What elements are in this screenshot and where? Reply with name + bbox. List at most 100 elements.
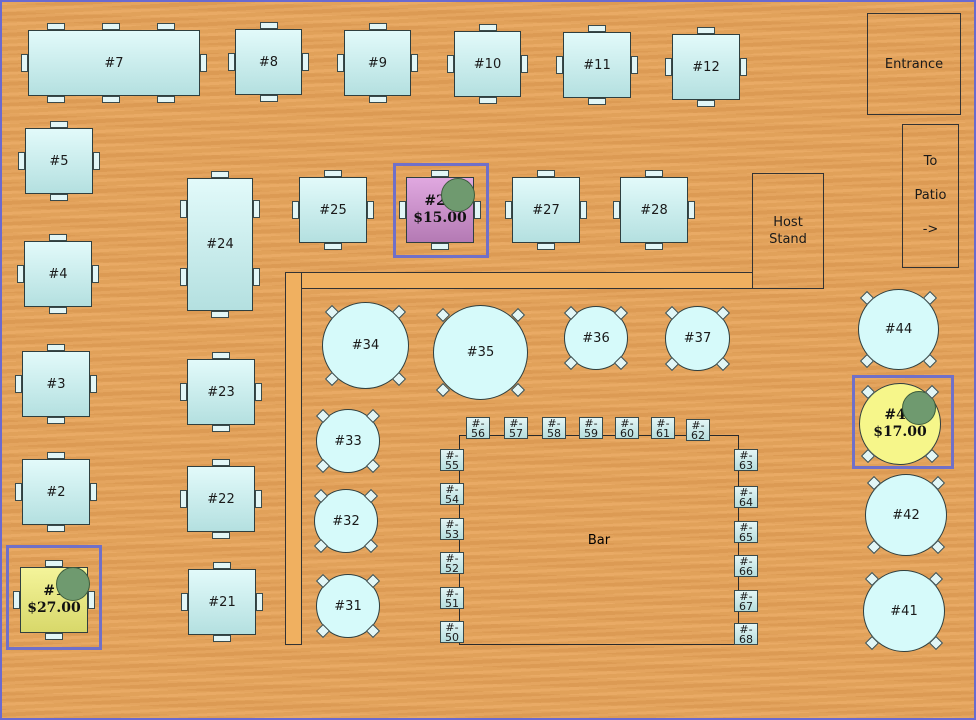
table-21[interactable]: #21: [188, 569, 256, 635]
table-10[interactable]: #10: [454, 31, 521, 97]
bar-seat-61[interactable]: #-61: [651, 417, 675, 439]
table-3[interactable]: #3: [22, 351, 90, 417]
chair: [337, 54, 344, 72]
table-4[interactable]: #4: [24, 241, 92, 307]
bar-seat-67[interactable]: #-67: [734, 590, 758, 612]
chair: [90, 483, 97, 501]
table-2[interactable]: #2: [22, 459, 90, 525]
bar-seat-51[interactable]: #-51: [440, 587, 464, 609]
chair: [13, 591, 20, 609]
table-label: #36: [582, 330, 610, 346]
bar-seat-66[interactable]: #-66: [734, 555, 758, 577]
patio-label-line1: To: [923, 154, 938, 169]
patio-door[interactable]: To Patio ->: [902, 124, 959, 268]
table-label: #33: [334, 433, 362, 449]
table-5[interactable]: #5: [25, 128, 93, 194]
divider-rail-vertical: [285, 272, 302, 645]
chair: [212, 352, 230, 359]
table-41[interactable]: #41: [863, 570, 945, 652]
bar-seat-50[interactable]: #-50: [440, 621, 464, 643]
table-12[interactable]: #12: [672, 34, 740, 100]
chair: [212, 532, 230, 539]
table-label: #11: [583, 57, 611, 73]
bar-seat-52[interactable]: #-52: [440, 552, 464, 574]
chair: [292, 201, 299, 219]
table-label: #32: [332, 513, 360, 529]
chair: [447, 55, 454, 73]
chair: [537, 243, 555, 250]
chair: [18, 152, 25, 170]
selection-frame-table-26: [393, 163, 489, 258]
chair: [181, 593, 188, 611]
chair: [180, 200, 187, 218]
chair: [665, 58, 672, 76]
chair: [90, 375, 97, 393]
table-22[interactable]: #22: [187, 466, 255, 532]
chair: [17, 265, 24, 283]
bar-seat-56[interactable]: #-56: [466, 417, 490, 439]
chair: [213, 562, 231, 569]
chair: [411, 54, 418, 72]
table-label: #35: [466, 345, 495, 360]
chair: [688, 201, 695, 219]
chair: [15, 375, 22, 393]
chair: [47, 23, 65, 30]
chair: [45, 560, 63, 567]
bar-seat-59[interactable]: #-59: [579, 417, 603, 439]
table-label: #42: [892, 507, 920, 523]
table-11[interactable]: #11: [563, 32, 631, 98]
table-23[interactable]: #23: [187, 359, 255, 425]
chair: [645, 243, 663, 250]
table-label: #7: [104, 55, 124, 71]
bar-seat-64[interactable]: #-64: [734, 486, 758, 508]
chair: [255, 383, 262, 401]
bar-seat-65[interactable]: #-65: [734, 521, 758, 543]
table-label: #2: [46, 484, 66, 500]
chair: [21, 54, 28, 72]
table-label: #23: [207, 384, 235, 400]
chair: [88, 591, 95, 609]
chair: [580, 201, 587, 219]
chair: [211, 311, 229, 318]
chair: [588, 25, 606, 32]
bar-seat-63[interactable]: #-63: [734, 449, 758, 471]
chair: [697, 100, 715, 107]
bar-seat-68[interactable]: #-68: [734, 623, 758, 645]
chair: [157, 23, 175, 30]
server-marker-icon: [56, 567, 90, 601]
table-27[interactable]: #27: [512, 177, 580, 243]
table-7[interactable]: #7: [28, 30, 200, 96]
table-34[interactable]: #34: [322, 302, 409, 389]
chair: [392, 372, 407, 387]
patio-label-line3: ->: [922, 222, 939, 237]
table-35[interactable]: #35: [433, 305, 528, 400]
table-label: #9: [367, 55, 388, 71]
chair: [211, 171, 229, 178]
bar-seat-55[interactable]: #-55: [440, 449, 464, 471]
chair: [631, 56, 638, 74]
selection-frame-table-1: [6, 545, 102, 650]
bar-seat-57[interactable]: #-57: [504, 417, 528, 439]
chair: [259, 22, 278, 29]
table-9[interactable]: #9: [344, 30, 411, 96]
chair: [47, 417, 65, 424]
bar-seat-54[interactable]: #-54: [440, 483, 464, 505]
bar-seat-58[interactable]: #-58: [542, 417, 566, 439]
table-24[interactable]: #24: [187, 178, 253, 311]
chair: [324, 170, 342, 177]
chair: [537, 170, 555, 177]
table-8[interactable]: #8: [235, 29, 302, 95]
chair: [47, 344, 65, 351]
table-25[interactable]: #25: [299, 177, 367, 243]
table-42[interactable]: #42: [865, 474, 947, 556]
bar-seat-62[interactable]: #-62: [686, 419, 710, 441]
bar-seat-53[interactable]: #-53: [440, 518, 464, 540]
chair: [324, 243, 342, 250]
chair: [92, 265, 99, 283]
bar-seat-60[interactable]: #-60: [615, 417, 639, 439]
chair: [556, 56, 563, 74]
table-28[interactable]: #28: [620, 177, 688, 243]
chair: [49, 234, 67, 241]
bar-counter: Bar: [459, 435, 739, 645]
table-label: #10: [473, 56, 502, 72]
